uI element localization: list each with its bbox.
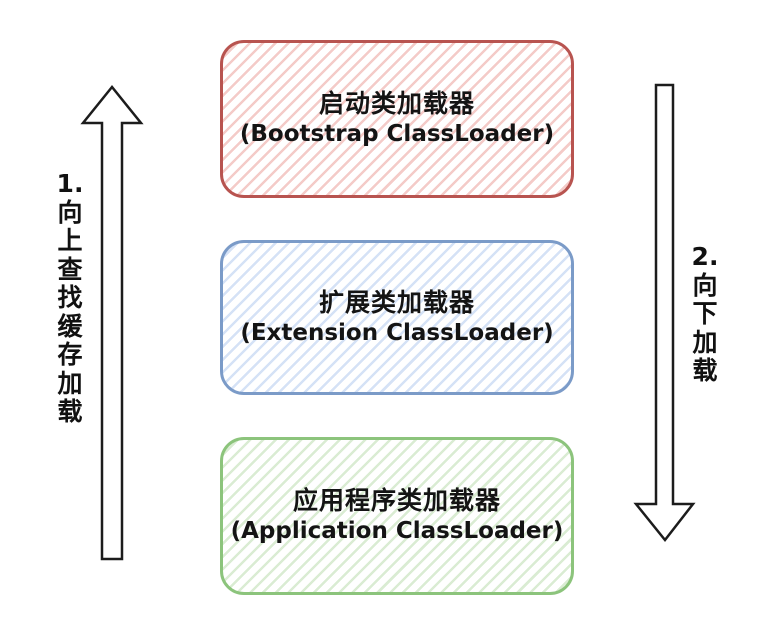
classloader-box-application: 应用程序类加载器 (Application ClassLoader) [220,437,574,595]
box-subtitle: (Extension ClassLoader) [240,319,554,346]
box-title: 启动类加载器 [318,89,475,118]
classloader-box-bootstrap: 启动类加载器 (Bootstrap ClassLoader) [220,40,574,198]
down-arrow-shape [633,83,696,543]
down-arrow [633,83,696,543]
classloader-box-extension: 扩展类加载器 (Extension ClassLoader) [220,240,574,395]
box-title: 应用程序类加载器 [292,486,501,515]
up-arrow-label: 1.向上查找缓存加载 [56,169,84,426]
box-subtitle: (Application ClassLoader) [230,518,564,544]
box-title: 扩展类加载器 [318,287,475,317]
down-arrow-label: 2.向下加载 [691,242,719,385]
box-subtitle: (Bootstrap ClassLoader) [239,121,555,147]
up-arrow [80,85,144,561]
up-arrow-shape [80,85,144,561]
